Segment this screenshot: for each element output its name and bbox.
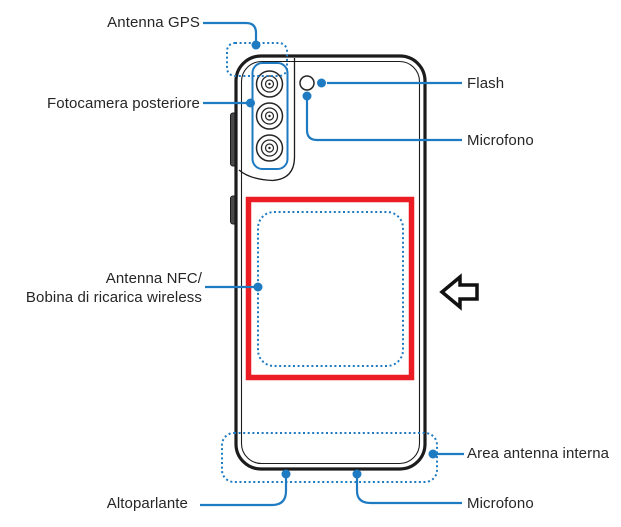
- microphone-bottom-callout-dot: [352, 469, 362, 479]
- camera-callout-dot: [246, 98, 255, 108]
- camera-lens-icon: [255, 134, 284, 162]
- label-area-antenna-interna: Area antenna interna: [467, 445, 610, 462]
- label-antenna-gps: Antenna GPS: [107, 14, 200, 31]
- camera-module-icon: [251, 62, 315, 170]
- label-flash: Flash: [467, 75, 505, 92]
- label-antenna-nfc-line2: Bobina di ricarica wireless: [25, 289, 202, 306]
- internal-antenna-callout-dot: [428, 449, 438, 459]
- label-microfono-top: Microfono: [467, 132, 534, 149]
- gps-callout-dot: [251, 40, 261, 50]
- flash-led-icon: [299, 75, 315, 91]
- label-antenna-nfc-line1: Antenna NFC/: [105, 270, 202, 287]
- gps-leader-line: [203, 21, 258, 41]
- nfc-callout-dot: [253, 282, 263, 292]
- camera-island-contour: [238, 58, 296, 182]
- nfc-area-red-highlight: [245, 196, 415, 381]
- label-altoparlante: Altoparlante: [106, 495, 188, 512]
- microphone-top-leader-line: [305, 100, 462, 142]
- internal-antenna-dotted-area: [221, 432, 438, 483]
- label-antenna-nfc: Antenna NFC/ Bobina di ricarica wireless: [26, 269, 202, 307]
- label-fotocamera-posteriore: Fotocamera posteriore: [46, 95, 200, 112]
- label-microfono-bottom: Microfono: [467, 495, 534, 512]
- speaker-leader-line: [200, 478, 288, 507]
- gps-antenna-dotted-area: [226, 42, 288, 77]
- camera-lens-icon: [255, 70, 284, 98]
- callout-dots: [246, 40, 438, 479]
- callout-lines: [200, 21, 464, 507]
- left-direction-arrow-icon: [439, 273, 479, 311]
- camera-lens-icon: [255, 102, 284, 130]
- microphone-top-callout-dot: [302, 91, 312, 101]
- flash-callout-dot: [317, 78, 326, 88]
- speaker-callout-dot: [281, 469, 291, 479]
- microphone-bottom-leader-line: [355, 478, 462, 505]
